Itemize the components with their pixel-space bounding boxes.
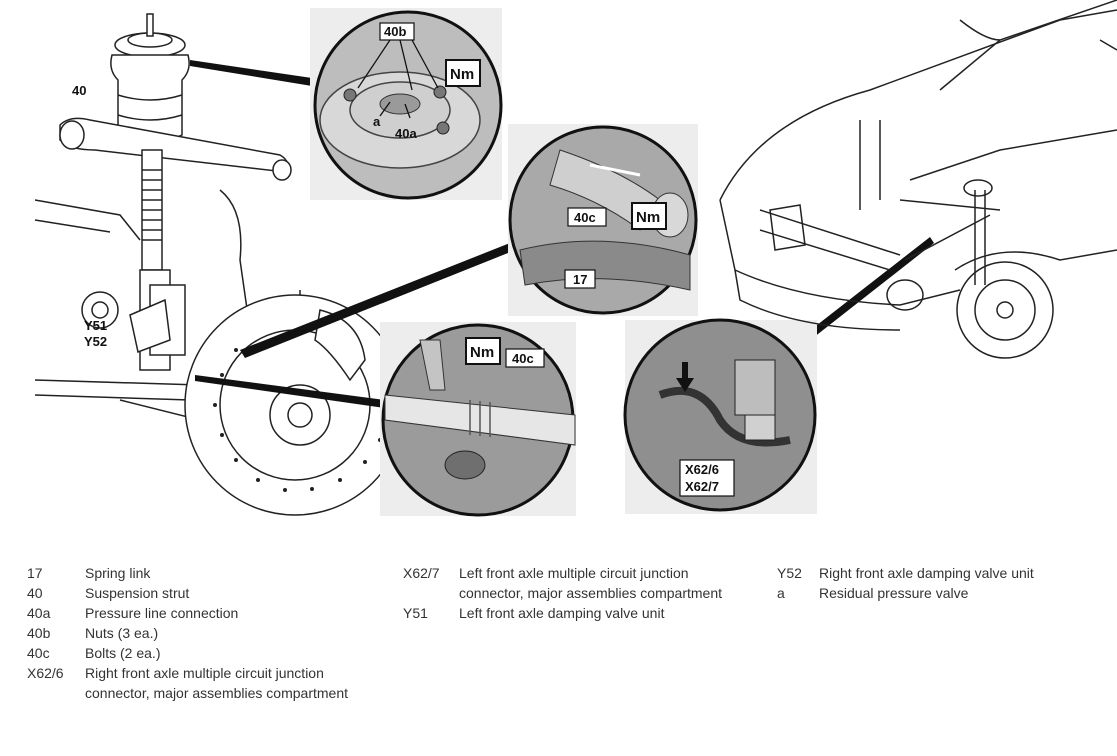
legend-item: Y51 Left front axle damping valve unit: [403, 603, 733, 623]
legend-desc: Pressure line connection: [85, 605, 239, 621]
legend-code: a: [777, 585, 785, 601]
legend-desc: Bolts (2 ea.): [85, 645, 161, 661]
label-box-40b: [379, 22, 415, 41]
legend-item: X62/6 Right front axle multiple circuit j…: [27, 663, 362, 703]
torque-box-low: [465, 337, 501, 365]
label-box-40c-low: [505, 348, 545, 368]
legend-item: X62/7 Left front axle multiple circuit ju…: [403, 563, 733, 603]
legend-code: X62/7: [403, 565, 440, 581]
label-40b: 40b: [384, 24, 406, 39]
legend-desc: Residual pressure valve: [819, 585, 969, 601]
legend-desc: Nuts (3 ea.): [85, 625, 159, 641]
legend-desc: Right front axle damping valve unit: [819, 565, 1034, 581]
label-40c-mid: 40c: [574, 210, 596, 225]
detail-top-mount: [310, 8, 503, 200]
torque-label-low: Nm: [470, 344, 494, 361]
legend-column-1: 17 Spring link 40 Suspension strut 40a Pres…: [27, 563, 362, 703]
label-x62-6: X62/6: [685, 462, 719, 477]
legend-desc: Suspension strut: [85, 585, 190, 601]
legend-item: 40 Suspension strut: [27, 583, 362, 603]
callout-labels: 40 40b a 40a Nm 40c Nm 17 Y51 Y52 Nm 40c…: [72, 22, 735, 497]
strut-assembly-drawing: [34, 13, 406, 516]
legend-code: Y51: [403, 605, 428, 621]
label-box-17: [564, 269, 596, 289]
label-box-x62: [679, 459, 735, 497]
torque-box-top: [445, 59, 481, 87]
legend-item: 40a Pressure line connection: [27, 603, 362, 623]
legend-item: 40b Nuts (3 ea.): [27, 623, 362, 643]
legend-code: 40a: [27, 605, 51, 621]
label-40: 40: [72, 83, 86, 98]
label-a: a: [373, 114, 381, 129]
connector-bars: [190, 60, 934, 408]
label-y51: Y51: [84, 318, 107, 333]
legend-item: 40c Bolts (2 ea.): [27, 643, 362, 663]
legend-code: 40c: [27, 645, 50, 661]
label-y52: Y52: [84, 334, 107, 349]
legend-column-2: X62/7 Left front axle multiple circuit ju…: [403, 563, 733, 623]
label-x62-7: X62/7: [685, 479, 719, 494]
legend-desc: Left front axle damping valve unit: [459, 605, 665, 621]
torque-box-mid: [631, 202, 667, 230]
legend-desc: Spring link: [85, 565, 151, 581]
vehicle-front-drawing: [719, 0, 1117, 359]
legend-desc: Right front axle multiple circuit juncti…: [85, 665, 348, 701]
legend-code: 17: [27, 565, 43, 581]
legend-desc: Left front axle multiple circuit junctio…: [459, 565, 722, 601]
legend-code: Y52: [777, 565, 802, 581]
torque-label-mid: Nm: [636, 209, 660, 226]
suspension-diagram: 40 40b a 40a Nm 40c Nm 17 Y51 Y52 Nm 40c…: [34, 0, 1117, 517]
legend-code: 40: [27, 585, 43, 601]
detail-connectors: [623, 318, 817, 514]
legend-code: 40b: [27, 625, 51, 641]
label-17: 17: [573, 272, 587, 287]
disc-holes: [213, 348, 382, 492]
legend-item: Y52 Right front axle damping valve unit: [777, 563, 1097, 583]
label-box-40c-mid: [567, 207, 607, 227]
legend-item: 17 Spring link: [27, 563, 362, 583]
label-40c-low: 40c: [512, 351, 534, 366]
legend-column-3: Y52 Right front axle damping valve unit a…: [777, 563, 1097, 603]
legend-code: X62/6: [27, 665, 64, 681]
legend-item: a Residual pressure valve: [777, 583, 1097, 603]
label-40a: 40a: [395, 126, 417, 141]
torque-label-top: Nm: [450, 66, 474, 83]
